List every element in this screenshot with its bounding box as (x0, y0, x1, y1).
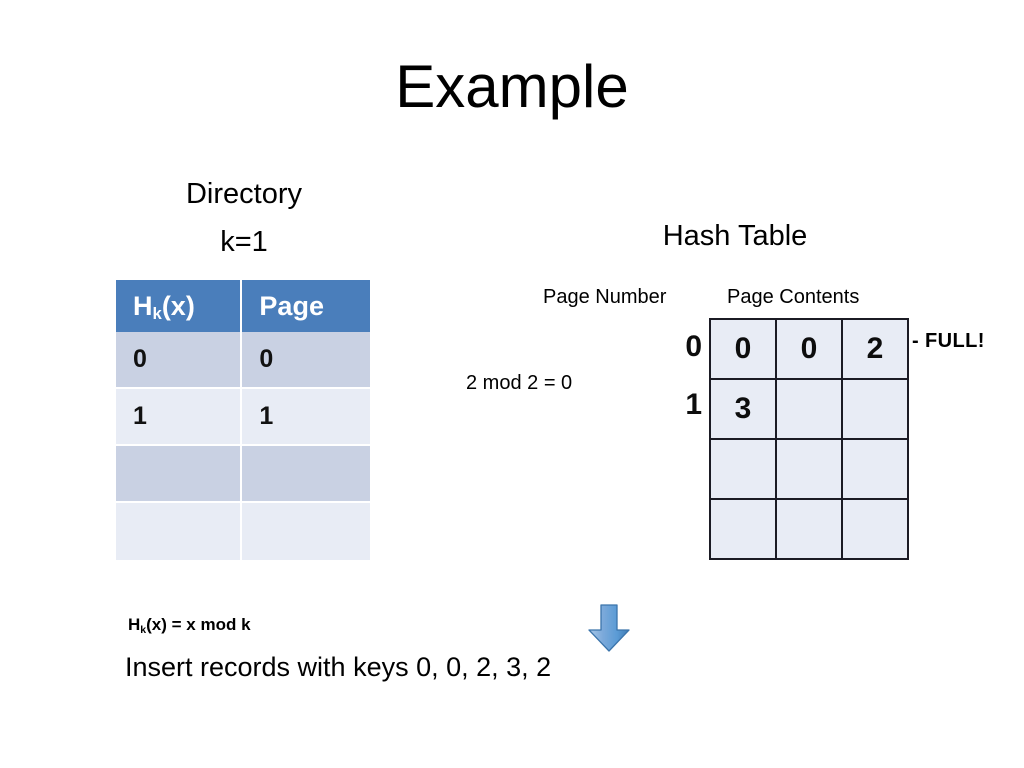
directory-heading-line2: k=1 (220, 226, 268, 259)
formula-prefix: H (128, 615, 141, 634)
page-row-label: 0 (685, 330, 702, 363)
cell-page (242, 446, 370, 503)
table-row: 3 (709, 378, 909, 440)
table-row (709, 438, 909, 500)
hash-cell (775, 378, 843, 440)
table-row (116, 446, 370, 503)
formula-subscript: k (140, 623, 147, 636)
mod-expression: 2 mod 2 = 0 (466, 372, 573, 394)
hash-cell (841, 498, 909, 560)
cell-hash (116, 503, 243, 560)
hash-table-grid: 0 0 2 3 (709, 318, 909, 560)
directory-heading: Directory k=1 (96, 170, 392, 266)
hash-fn-subscript: k (152, 304, 162, 324)
hash-cell (841, 438, 909, 500)
page-row-label (660, 492, 702, 550)
insert-instruction: Insert records with keys 0, 0, 2, 3, 2 (125, 652, 552, 682)
hash-cell (709, 498, 777, 560)
page-row-label (660, 434, 702, 492)
hash-cell: 2 (841, 318, 909, 380)
hash-cell (709, 438, 777, 500)
page-number-label: Page Number (543, 286, 667, 308)
table-row: 0 0 2 (709, 318, 909, 380)
directory-table: Hk(x) Page 0 0 1 1 (116, 280, 370, 560)
hash-cell: 0 (775, 318, 843, 380)
cell-page: 0 (242, 332, 370, 389)
directory-heading-line1: Directory (185, 178, 302, 210)
table-row (709, 498, 909, 560)
hash-fn-suffix: (x) (161, 290, 195, 321)
table-row: 0 0 (116, 332, 370, 389)
page-title: Example (395, 53, 629, 120)
down-arrow-icon (588, 604, 630, 652)
cell-hash (116, 446, 243, 503)
column-header-hash: Hk(x) (116, 280, 243, 332)
hash-cell (775, 438, 843, 500)
cell-page: 1 (242, 389, 370, 446)
formula-suffix: (x) = x mod k (146, 615, 251, 634)
hash-cell: 0 (709, 318, 777, 380)
page-number-column: 0 1 (660, 318, 702, 550)
table-row (116, 503, 370, 560)
hash-cell: 3 (709, 378, 777, 440)
full-status-note: - FULL! (912, 330, 985, 352)
hash-cell (841, 378, 909, 440)
page-contents-label: Page Contents (727, 286, 860, 308)
cell-hash: 1 (116, 389, 243, 446)
column-header-page: Page (242, 280, 370, 332)
hash-cell (775, 498, 843, 560)
hash-function-formula: Hk(x) = x mod k (128, 615, 251, 636)
table-row: 1 1 (116, 389, 370, 446)
hash-grid-body: 0 0 2 3 (709, 318, 909, 560)
page-row-label: 1 (685, 388, 702, 421)
cell-page (242, 503, 370, 560)
hash-table-heading: Hash Table (662, 220, 808, 252)
hash-fn-prefix: H (133, 290, 153, 321)
directory-table-body: 0 0 1 1 (116, 332, 370, 560)
table-header-row: Hk(x) Page (116, 280, 370, 332)
cell-hash: 0 (116, 332, 243, 389)
directory-table-head: Hk(x) Page (116, 280, 370, 332)
